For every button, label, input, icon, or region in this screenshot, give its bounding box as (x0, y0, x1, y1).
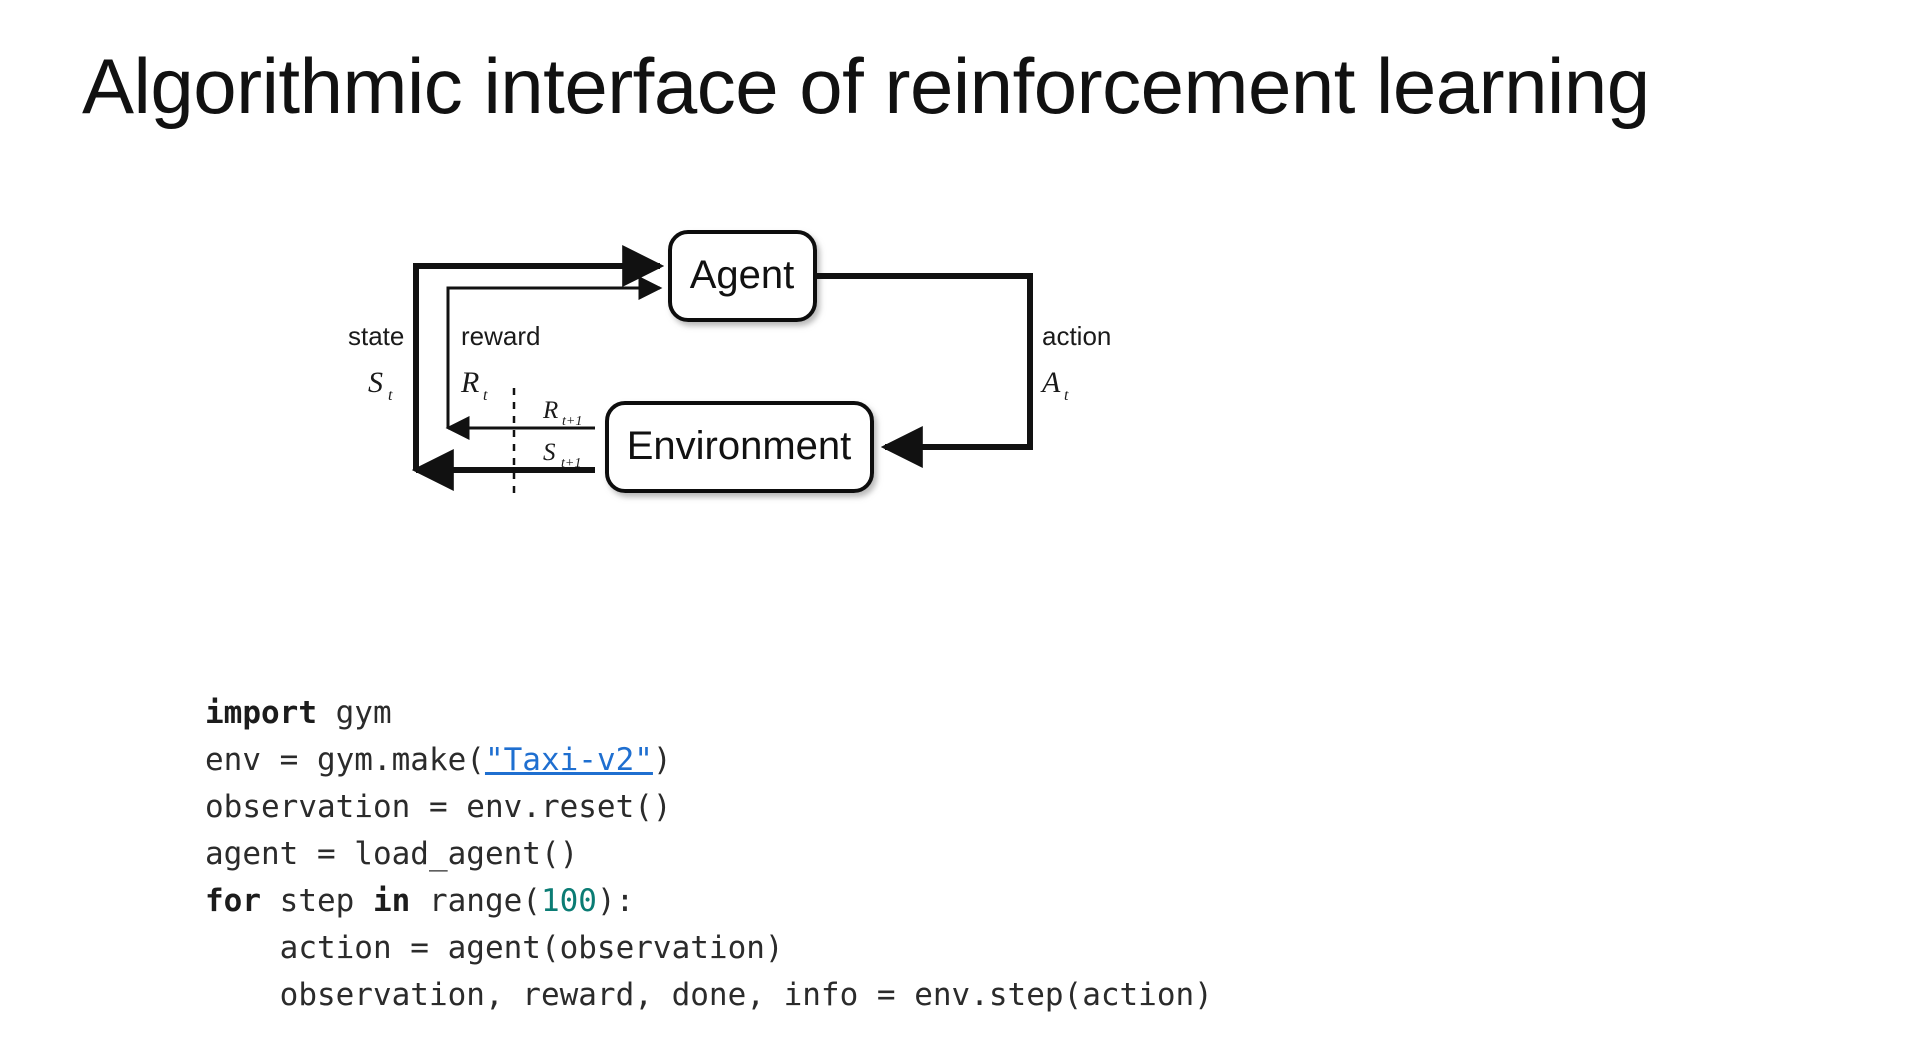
agent-node-label: Agent (690, 253, 795, 297)
reward-label-subscript: t (483, 387, 488, 404)
code-token: step (261, 883, 373, 919)
action-label-symbol: A (1040, 366, 1061, 399)
code-indent (205, 930, 280, 966)
state-next-label: S t+1 (543, 439, 581, 471)
code-token: in (372, 883, 411, 919)
code-line: agent = load_agent() (205, 831, 1213, 878)
agent-node: Agent (668, 230, 817, 322)
code-token: observation, reward, done, info = env.st… (279, 977, 1213, 1013)
state-label: state S t (348, 321, 404, 404)
agent-environment-diagram: Agent Environment state S t (330, 200, 1390, 540)
action-flow-arrow (815, 273, 1033, 468)
action-label-subscript: t (1064, 387, 1069, 404)
reward-label-symbol: R (460, 366, 479, 399)
code-token: action = agent(observation) (279, 930, 784, 966)
code-line: import gym (205, 690, 1213, 737)
code-line: env = gym.make("Taxi-v2") (205, 737, 1213, 784)
code-token: ) (652, 742, 672, 778)
code-token: agent = load_agent() (205, 836, 579, 872)
code-token: for (205, 883, 261, 919)
state-next-symbol: S (543, 439, 556, 466)
code-link-token[interactable]: "Taxi-v2" (484, 742, 653, 778)
code-indent (205, 977, 280, 1013)
code-token: gym (316, 695, 392, 731)
code-token: ): (596, 883, 635, 919)
reward-label-word: reward (461, 321, 540, 351)
state-flow-arrow (411, 245, 665, 491)
code-line: action = agent(observation) (205, 925, 1213, 972)
code-line: for step in range(100): (205, 878, 1213, 925)
reward-flow-arrow (445, 276, 663, 440)
code-token: range( (410, 883, 541, 919)
reward-label: reward R t (460, 321, 540, 404)
code-token: import (205, 695, 317, 731)
reward-next-label: R t+1 (542, 397, 582, 429)
reward-next-symbol: R (542, 397, 558, 424)
code-line: observation = env.reset() (205, 784, 1213, 831)
action-label-word: action (1042, 321, 1111, 351)
page-title: Algorithmic interface of reinforcement l… (82, 42, 1650, 130)
environment-node: Environment (605, 401, 874, 493)
code-token: 100 (540, 883, 597, 919)
reward-next-subscript: t+1 (562, 414, 582, 429)
action-label: action A t (1040, 321, 1111, 404)
state-label-word: state (348, 321, 404, 351)
state-label-subscript: t (388, 387, 393, 404)
state-next-subscript: t+1 (561, 456, 581, 471)
environment-node-label: Environment (627, 424, 852, 468)
code-line: observation, reward, done, info = env.st… (205, 972, 1213, 1019)
code-token: env = gym.make( (205, 742, 485, 778)
state-label-symbol: S (368, 366, 383, 399)
code-token: observation = env.reset() (205, 789, 672, 825)
